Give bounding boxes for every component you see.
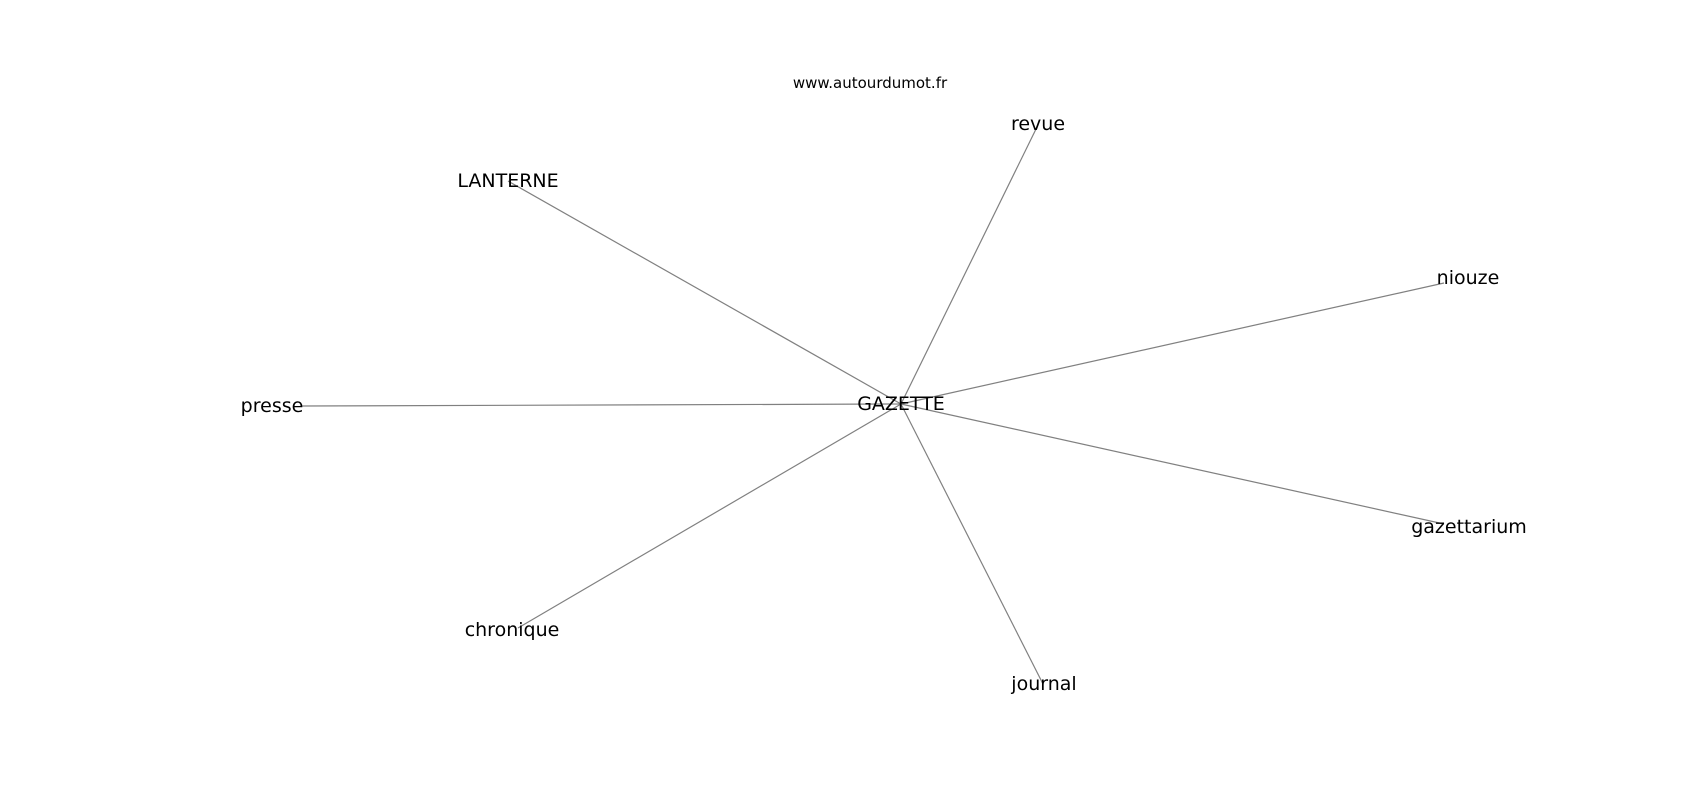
node-label-presse: presse <box>241 395 304 417</box>
node-label-journal: journal <box>1010 673 1076 695</box>
edge-niouze <box>900 282 1445 405</box>
edge-presse <box>301 403 902 407</box>
node-label-gazettarium: gazettarium <box>1411 516 1527 538</box>
watermark: www.autourdumot.fr <box>793 74 948 92</box>
node-label-chronique: chronique <box>465 619 560 641</box>
edge-lanterne <box>507 180 902 405</box>
node-labels: GAZETTE revue LANTERNE niouze presse gaz… <box>241 113 1527 695</box>
edge-chronique <box>517 403 902 629</box>
edges <box>301 124 1445 685</box>
node-label-niouze: niouze <box>1437 267 1500 289</box>
node-label-lanterne: LANTERNE <box>457 170 558 192</box>
node-label-revue: revue <box>1011 113 1065 135</box>
edge-revue <box>900 124 1039 405</box>
edge-journal <box>900 403 1044 685</box>
edge-gazettarium <box>900 403 1445 525</box>
center-node-label: GAZETTE <box>857 393 945 415</box>
